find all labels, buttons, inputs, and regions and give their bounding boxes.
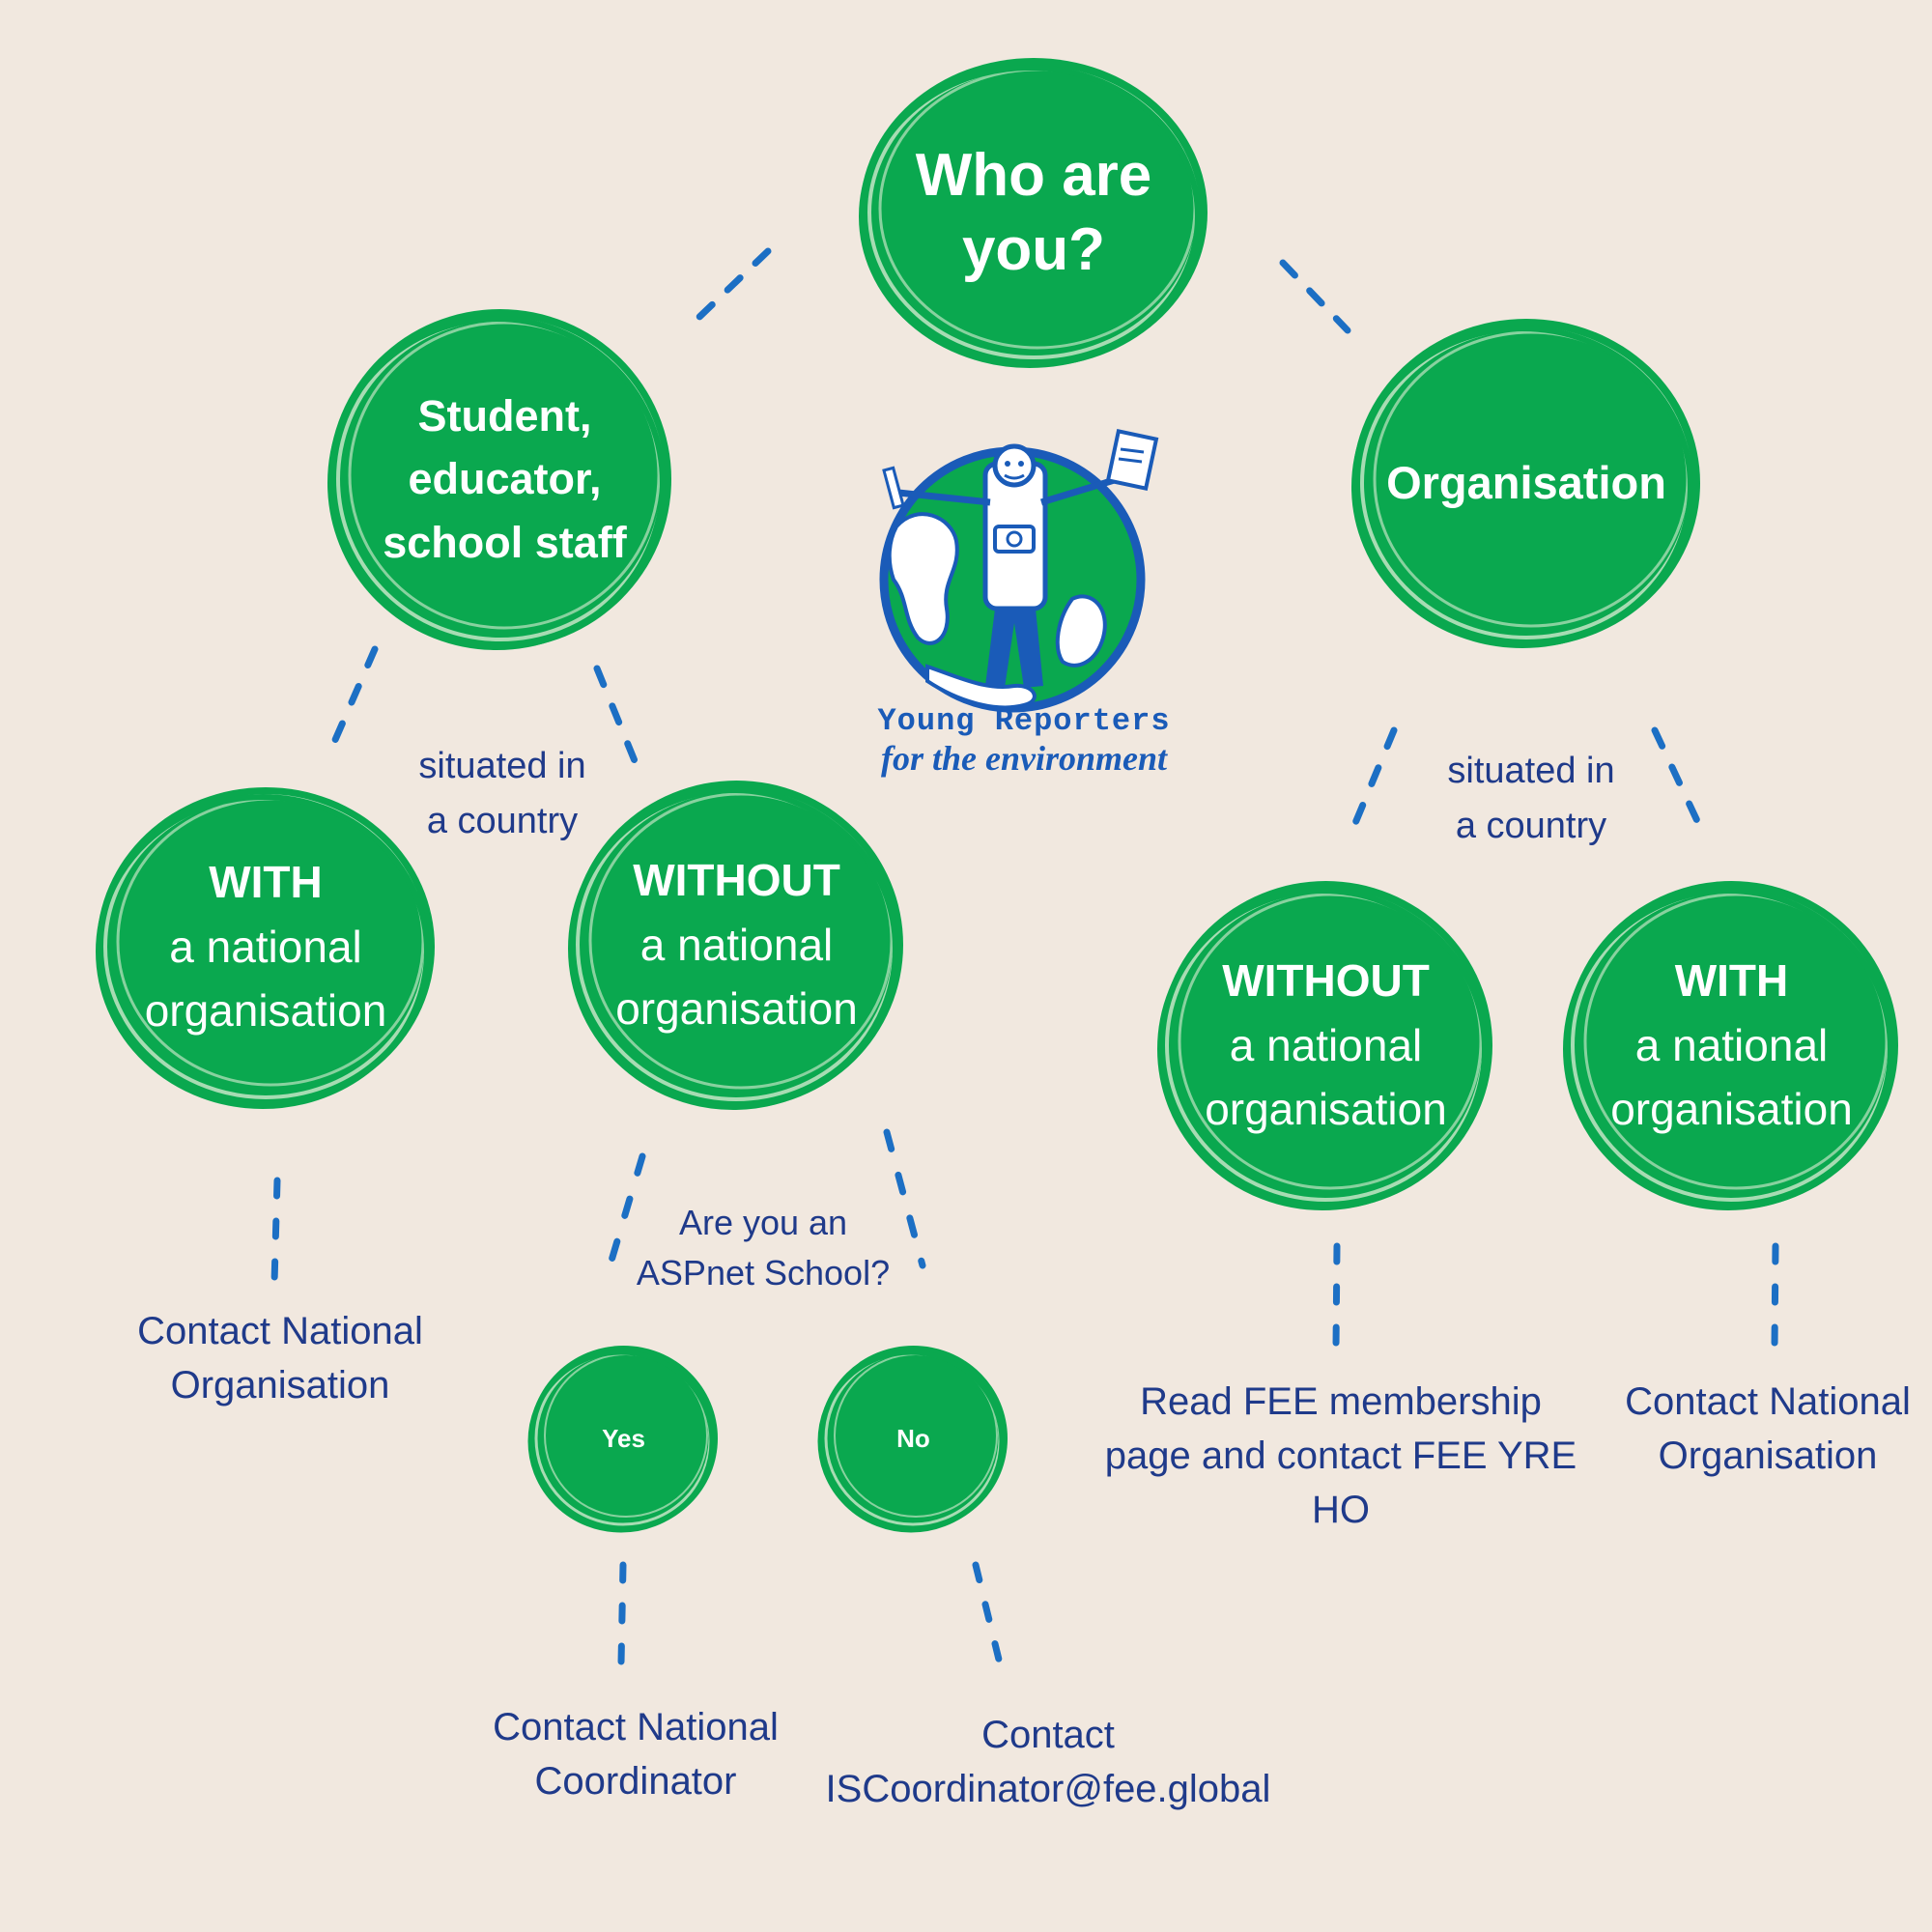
label-text: Contact National xyxy=(1625,1380,1911,1423)
node-yes[interactable]: Yes xyxy=(527,1346,718,1533)
node-text: you? xyxy=(961,216,1106,283)
node-text: No xyxy=(896,1423,930,1453)
node-no[interactable]: No xyxy=(817,1346,1008,1533)
node-student-educator[interactable]: Student, educator, school staff xyxy=(327,309,671,650)
label-read-fee-membership: Read FEE membership page and contact FEE… xyxy=(1090,1375,1592,1537)
node-text: Organisation xyxy=(1386,456,1666,508)
logo-title: Young Reporters xyxy=(877,703,1171,739)
logo-subtitle: for the environment xyxy=(880,739,1167,778)
connector-root-organisation xyxy=(1279,259,1351,334)
globe-reporter-logo-icon xyxy=(879,429,1159,713)
node-text: organisation xyxy=(1610,1084,1853,1135)
label-text: Are you an xyxy=(678,1203,848,1242)
node-text: a national xyxy=(1229,1019,1423,1070)
label-text: a country xyxy=(426,801,579,841)
label-text: Coordinator xyxy=(534,1760,737,1803)
label-situated-left: situated in a country xyxy=(382,739,623,849)
label-text: Organisation xyxy=(170,1364,390,1406)
connector-no-iscoordinator xyxy=(972,1561,1004,1667)
connector-org-with xyxy=(1651,726,1702,827)
label-text: page and contact FEE YRE xyxy=(1104,1435,1577,1477)
label-contact-national-org-right: Contact National Organisation xyxy=(1594,1375,1932,1483)
node-text: a national xyxy=(639,919,834,970)
label-text: Contact National xyxy=(493,1706,779,1748)
node-text: a national xyxy=(169,921,362,972)
label-text: ASPnet School? xyxy=(636,1253,891,1293)
label-text: a country xyxy=(1455,806,1607,846)
connector-root-student xyxy=(694,247,772,323)
label-situated-right: situated in a country xyxy=(1410,744,1652,854)
node-text: WITH xyxy=(209,856,323,907)
label-text: Contact xyxy=(981,1714,1115,1756)
label-aspnet-question: Are you an ASPnet School? xyxy=(609,1198,918,1298)
node-text: WITHOUT xyxy=(1222,954,1430,1006)
node-without-national-org-right[interactable]: WITHOUT a national organisation xyxy=(1157,881,1492,1210)
node-text: WITH xyxy=(1674,954,1789,1006)
node-who-are-you[interactable]: Who are you? xyxy=(859,58,1208,368)
node-text: WITHOUT xyxy=(633,854,840,905)
label-text: Read FEE membership xyxy=(1140,1380,1542,1423)
connector-student-without xyxy=(593,665,641,772)
label-text: situated in xyxy=(1447,751,1615,791)
label-contact-national-coordinator: Contact National Coordinator xyxy=(462,1700,810,1808)
connector-student-with xyxy=(327,645,379,753)
label-text: Contact National xyxy=(137,1310,423,1352)
label-text: situated in xyxy=(418,746,586,786)
node-with-national-org-right[interactable]: WITH a national organisation xyxy=(1563,881,1898,1210)
connector-without-yes xyxy=(602,1152,646,1284)
label-text: Organisation xyxy=(1658,1435,1878,1477)
node-text: organisation xyxy=(144,985,387,1037)
node-text: educator, xyxy=(408,454,602,504)
node-text: a national xyxy=(1634,1019,1829,1070)
node-text: organisation xyxy=(1205,1084,1447,1135)
connector-org-without xyxy=(1351,726,1398,827)
label-contact-national-org-left: Contact National Organisation xyxy=(106,1304,454,1412)
node-text: school staff xyxy=(383,517,627,567)
connector-with-contact-right xyxy=(1771,1242,1779,1351)
label-contact-iscoordinator[interactable]: Contact ISCoordinator@fee.global xyxy=(802,1708,1294,1816)
connector-yes-coordinator xyxy=(617,1561,627,1667)
node-text: Who are xyxy=(915,141,1152,209)
email-link[interactable]: ISCoordinator@fee.global xyxy=(825,1768,1271,1810)
node-text: Student, xyxy=(417,391,592,441)
connector-with-contact xyxy=(270,1177,281,1287)
node-organisation[interactable]: Organisation xyxy=(1351,319,1700,648)
node-text: organisation xyxy=(615,983,858,1035)
label-text: HO xyxy=(1312,1489,1370,1531)
node-text: Yes xyxy=(602,1423,645,1453)
connector-without-readfee xyxy=(1332,1242,1341,1351)
